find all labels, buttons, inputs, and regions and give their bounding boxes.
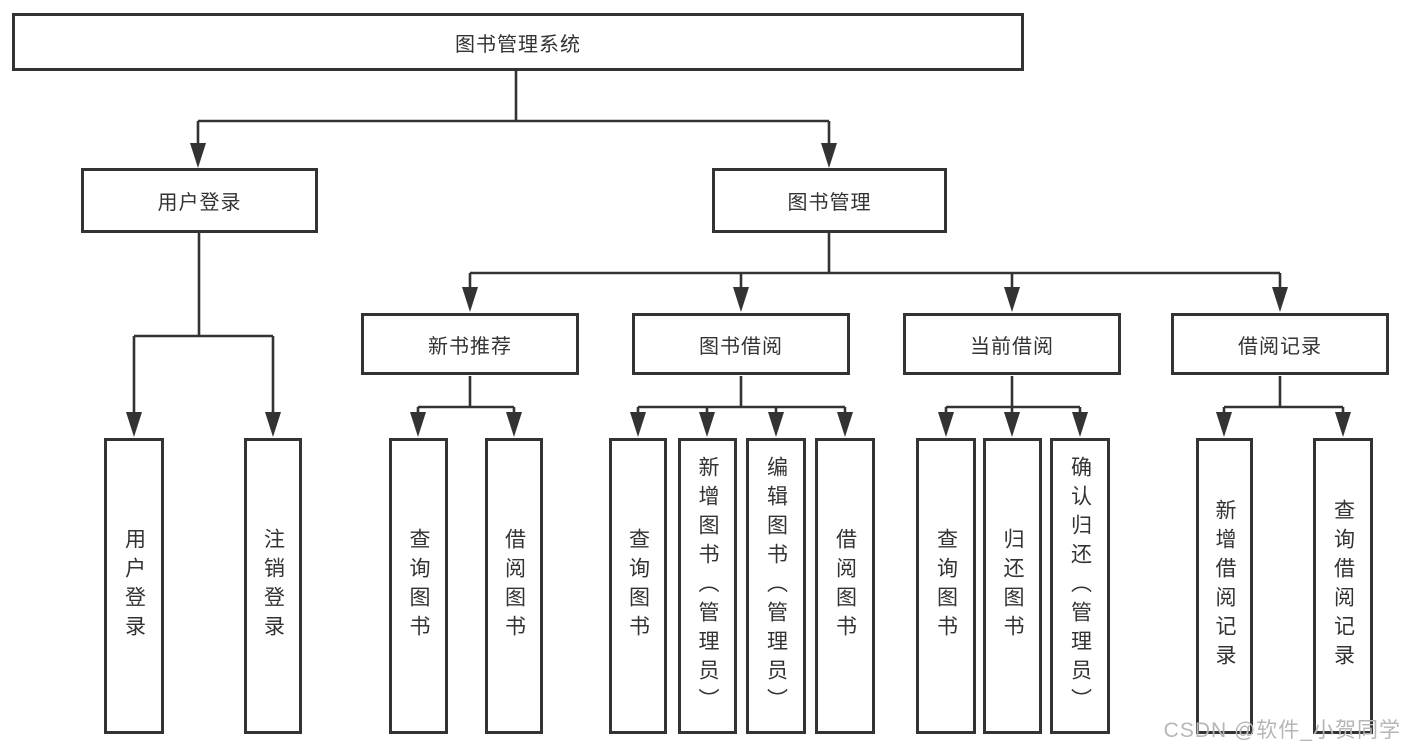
arrow-icon [190,143,206,168]
leaf-bb-query-book: 查询图书 [609,438,667,734]
leaf-bb-borrow-book-label: 借阅图书 [833,528,857,644]
arrow-icon [1272,287,1288,312]
connector-root-to-level1 [196,70,831,146]
node-borrow-records-label: 借阅记录 [1238,335,1322,358]
node-new-book-recommend-label: 新书推荐 [428,335,512,358]
leaf-bb-edit-book-admin: 编辑图书（管理员） [746,438,806,734]
node-user-login-label: 用户登录 [157,192,242,214]
leaf-cb-confirm-return-admin-label: 确认归还（管理员） [1068,455,1092,717]
leaf-br-query-record-label: 查询借阅记录 [1331,499,1355,673]
leaf-br-add-record-label: 新增借阅记录 [1213,499,1236,673]
connector-userlogin-to-leaves [132,232,275,415]
arrow-icon [630,412,646,437]
leaf-bb-add-book-admin-label: 新增图书（管理员） [696,455,719,717]
arrow-icon [1216,412,1232,437]
arrow-icon [1004,287,1020,312]
connector-bookmgmt-to-level2 [468,232,1282,290]
leaf-bb-add-book-admin: 新增图书（管理员） [678,438,737,734]
arrow-icon [506,412,522,437]
arrow-icon [462,287,478,312]
leaf-nb-borrow-book-label: 借阅图书 [502,528,526,644]
leaf-logout-label: 注销登录 [261,528,285,644]
leaf-user-login-label: 用户登录 [122,528,146,644]
arrow-icon [837,412,853,437]
connector-currentborrow-to-leaves [944,376,1082,415]
leaf-br-add-record: 新增借阅记录 [1196,438,1253,734]
leaf-cb-return-book-label: 归还图书 [1001,528,1024,644]
node-book-management-label: 图书管理 [787,192,872,214]
node-root-label: 图书管理系统 [455,33,581,56]
node-book-management: 图书管理 [712,168,947,233]
node-book-borrowing-label: 图书借阅 [699,335,783,358]
arrow-icon [699,412,715,437]
leaf-bb-borrow-book: 借阅图书 [815,438,875,734]
leaf-user-login: 用户登录 [104,438,164,734]
leaf-cb-query-book: 查询图书 [916,438,976,734]
leaf-nb-query-book: 查询图书 [389,438,448,734]
leaf-nb-borrow-book: 借阅图书 [485,438,543,734]
arrow-icon [1335,412,1351,437]
arrow-icon [733,287,749,312]
arrow-icon [265,412,281,437]
node-current-borrow-label: 当前借阅 [970,335,1054,358]
node-new-book-recommend: 新书推荐 [361,313,579,375]
watermark: CSDN @软件_小贺同学 [1163,719,1401,742]
leaf-cb-query-book-label: 查询图书 [934,528,958,644]
leaf-nb-query-book-label: 查询图书 [407,528,430,644]
node-book-borrowing: 图书借阅 [632,313,850,375]
arrowheads [126,143,1351,437]
arrow-icon [938,412,954,437]
leaf-bb-query-book-label: 查询图书 [626,528,650,644]
leaf-cb-return-book: 归还图书 [983,438,1042,734]
connector-records-to-leaves [1222,376,1345,415]
connector-newbook-to-leaves [416,376,516,415]
arrow-icon [1004,412,1020,437]
arrow-icon [821,143,837,168]
arrow-icon [768,412,784,437]
arrow-icon [126,412,142,437]
leaf-cb-confirm-return-admin: 确认归还（管理员） [1050,438,1110,734]
arrow-icon [410,412,426,437]
leaf-br-query-record: 查询借阅记录 [1313,438,1373,734]
node-current-borrow: 当前借阅 [903,313,1121,375]
node-root: 图书管理系统 [12,13,1024,71]
node-borrow-records: 借阅记录 [1171,313,1389,375]
node-user-login: 用户登录 [81,168,318,233]
leaf-logout: 注销登录 [244,438,302,734]
arrow-icon [1072,412,1088,437]
connector-bookborrow-to-leaves [636,376,847,415]
leaf-bb-edit-book-admin-label: 编辑图书（管理员） [764,455,788,717]
